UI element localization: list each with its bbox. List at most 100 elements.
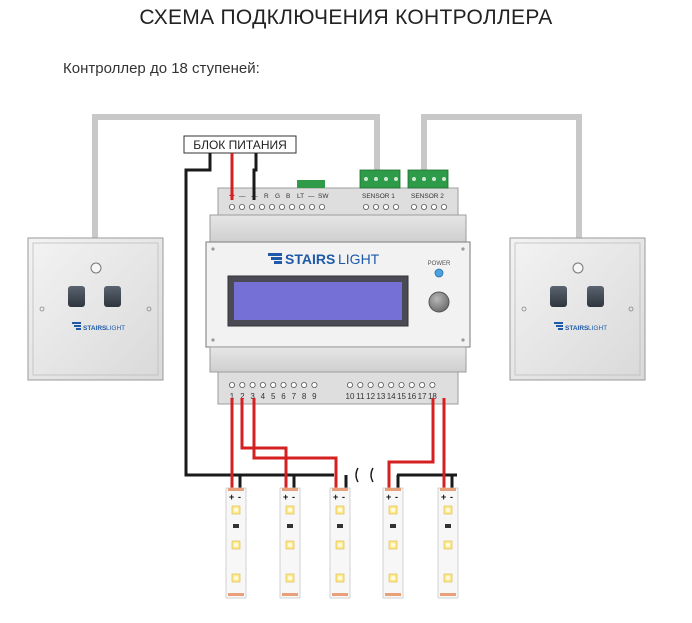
screw-icon [628, 306, 634, 312]
page-title: СХЕМА ПОДКЛЮЧЕНИЯ КОНТРОЛЛЕРА [139, 6, 553, 29]
sensor-button-icon [104, 286, 121, 307]
terminal-label: 7 [292, 392, 297, 401]
power-supply-label: БЛОК ПИТАНИЯ [193, 138, 287, 152]
sensor-cables [92, 114, 582, 238]
screw-icon [146, 306, 152, 312]
panel-brand-bold: STAIRS [565, 325, 589, 332]
strip-minus: - [395, 492, 398, 502]
terminal-hole [311, 381, 318, 388]
black-wire-supply [252, 153, 258, 200]
led-strip: +- [329, 487, 351, 599]
resistor-icon [445, 524, 451, 528]
sensor2-connector [407, 169, 449, 189]
controller-brand-light: LIGHT [338, 251, 380, 267]
strip-minus: - [342, 492, 345, 502]
strip-minus: - [238, 492, 241, 502]
screw-icon [521, 306, 527, 312]
terminal-label: 12 [366, 392, 375, 401]
term-g: G [275, 193, 280, 200]
terminal-hole [398, 381, 405, 388]
term-dash: — [308, 193, 315, 200]
terminal-label: 2 [240, 392, 245, 401]
terminal-hole [228, 381, 235, 388]
sensor2-label: SENSOR 2 [411, 193, 444, 200]
terminal-label: 13 [376, 392, 385, 401]
terminal-label: 5 [271, 392, 276, 401]
strip-plus: + [283, 492, 288, 502]
terminal-hole [377, 381, 384, 388]
term-b: B [286, 193, 290, 200]
sensor-button-icon [550, 286, 567, 307]
terminal-hole [357, 381, 364, 388]
terminal-label: 8 [302, 392, 307, 401]
led-strip: +- [279, 487, 301, 599]
term-lt: LT [297, 193, 304, 200]
terminal-hole [280, 381, 287, 388]
panel-brand-light: LIGHT [588, 325, 607, 332]
term-sw: SW [318, 193, 329, 200]
stairslight-logo-icon [268, 253, 282, 264]
terminal-hole [367, 381, 374, 388]
top-terminal-holes [228, 203, 447, 210]
screw-icon [39, 306, 45, 312]
terminal-hole [259, 381, 266, 388]
panel-brand-bold: STAIRS [83, 325, 107, 332]
wire-break-icon [355, 467, 374, 483]
stairslight-logo-icon [72, 322, 81, 330]
panel-brand-light: LIGHT [106, 325, 125, 332]
top-terminal-block [217, 187, 459, 216]
led-strip: +- [225, 487, 247, 599]
term-minus1: — [239, 193, 246, 200]
power-label: POWER [428, 261, 451, 267]
terminal-hole [270, 381, 277, 388]
sensor-led-icon [90, 262, 102, 274]
red-wire-ch3 [252, 398, 338, 488]
left-sensor-panel: STAIRS LIGHT [27, 237, 164, 381]
strip-plus: + [441, 492, 446, 502]
wires [184, 153, 457, 488]
sensor1-label: SENSOR 1 [362, 193, 395, 200]
terminal-hole [239, 381, 246, 388]
small-connector [297, 180, 325, 188]
control-knob-icon [428, 291, 450, 313]
red-wire-ch2 [240, 398, 288, 488]
stairslight-logo-icon [554, 322, 563, 330]
bottom-terminal-block [217, 371, 459, 405]
red-wire-ch17 [387, 398, 435, 488]
terminal-label: 16 [407, 392, 416, 401]
terminal-hole [301, 381, 308, 388]
terminal-hole [388, 381, 395, 388]
led-strip: +- [382, 487, 404, 599]
term-r: R [264, 193, 269, 200]
power-supply-box [183, 135, 297, 154]
terminal-hole [408, 381, 415, 388]
power-led-icon [434, 268, 444, 278]
terminal-label: 11 [356, 392, 365, 401]
terminal-label: 9 [312, 392, 317, 401]
sensor-led-icon [572, 262, 584, 274]
terminal-label: 17 [418, 392, 427, 401]
terminal-hole [249, 381, 256, 388]
led-strip: +- [437, 487, 459, 599]
resistor-icon [233, 524, 239, 528]
sensor-button-icon [587, 286, 604, 307]
terminal-label: 14 [387, 392, 396, 401]
resistor-icon [287, 524, 293, 528]
sensor1-cable [92, 114, 380, 238]
controller-brand-bold: STAIRS [285, 251, 335, 267]
strip-plus: + [333, 492, 338, 502]
terminal-hole [346, 381, 353, 388]
led-strips: +-+-+-+-+- [225, 487, 459, 599]
terminal-label: 6 [281, 392, 286, 401]
sensor-button-icon [68, 286, 85, 307]
black-wire-main [184, 153, 334, 477]
terminal-hole [429, 381, 436, 388]
controller: STAIRS LIGHT POWER + — — R G B LT — SW [205, 169, 471, 405]
terminal-label: 10 [346, 392, 355, 401]
sensor2-cable [421, 114, 582, 238]
terminal-label: 3 [250, 392, 255, 401]
page-subtitle: Контроллер до 18 ступеней: [63, 60, 260, 77]
strip-plus: + [229, 492, 234, 502]
